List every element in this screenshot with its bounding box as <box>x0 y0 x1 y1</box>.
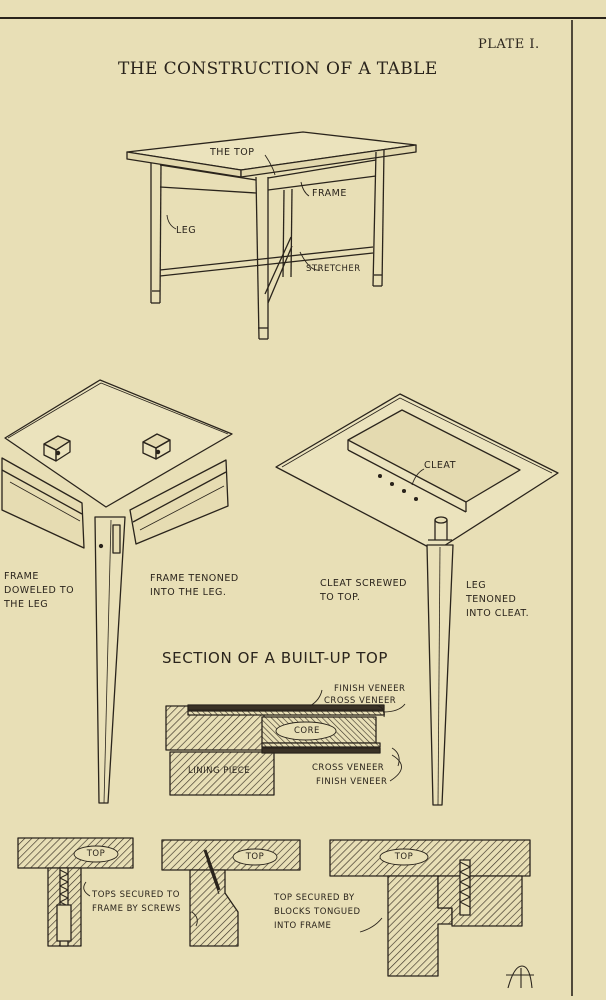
caption-screws: TOPS SECURED TO FRAME BY SCREWS <box>92 890 181 914</box>
top-oval-3 <box>379 848 429 866</box>
top-label-1: TOP <box>86 849 106 859</box>
caption-cleat-screwed: CLEAT SCREWED TO TOP. <box>320 578 407 603</box>
top-oval-2 <box>232 848 278 866</box>
core-oval <box>275 721 337 741</box>
label-finish-veneer-bottom: FINISH VENEER <box>316 777 388 787</box>
plate-number: PLATE I. <box>478 37 540 52</box>
label-the-top: THE TOP <box>210 147 255 158</box>
label-core: CORE <box>294 726 320 736</box>
section-heading: SECTION OF A BUILT-UP TOP <box>162 649 389 667</box>
caption-frame-doweled: FRAME DOWELED TO THE LEG <box>4 571 75 610</box>
top-oval-1 <box>73 845 119 863</box>
plate-title: THE CONSTRUCTION OF A TABLE <box>118 59 438 79</box>
label-cleat: CLEAT <box>424 460 456 471</box>
doweled-tenoned-drawing <box>1 379 233 804</box>
built-up-top-section <box>165 689 406 796</box>
label-lining-piece: LINING PIECE <box>188 766 251 776</box>
top-label-2: TOP <box>245 852 265 862</box>
label-leg: LEG <box>176 225 197 236</box>
label-finish-veneer-top: FINISH VENEER <box>334 684 406 694</box>
table-drawing <box>126 131 417 340</box>
label-cross-veneer-top: CROSS VENEER <box>324 696 397 706</box>
caption-frame-tenoned: FRAME TENONED INTO THE LEG. <box>150 573 239 598</box>
top-label-3: TOP <box>394 852 414 862</box>
label-cross-veneer-bottom: CROSS VENEER <box>312 763 385 773</box>
caption-leg-tenoned: LEG TENONED INTO CLEAT. <box>466 580 530 619</box>
top-fastening-sections <box>17 837 534 989</box>
label-frame: FRAME <box>312 188 347 199</box>
label-stretcher: STRETCHER <box>306 264 361 274</box>
caption-blocks: TOP SECURED BY BLOCKS TONGUED INTO FRAME <box>274 893 361 931</box>
cleat-drawing <box>275 393 559 806</box>
